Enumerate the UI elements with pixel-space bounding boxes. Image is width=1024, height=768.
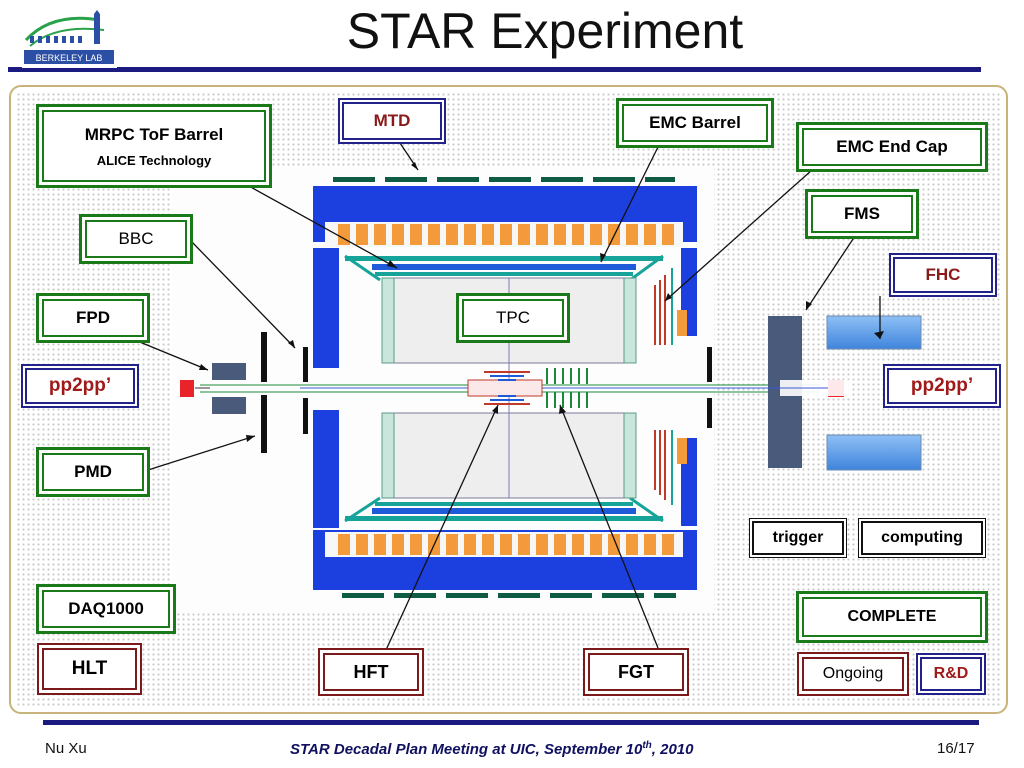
bbc-label: BBC [85, 220, 187, 258]
title-rule [8, 67, 981, 72]
mtd-label: MTD [342, 102, 442, 140]
magnet-top [313, 186, 697, 247]
mtd-strips-bottom [342, 593, 676, 598]
bbc-text: BBC [118, 229, 154, 248]
fhc-label: FHC [893, 257, 993, 293]
ongoing-text: Ongoing [822, 665, 884, 682]
fpd-text: FPD [76, 308, 110, 327]
logo-text: BERKELEY LAB [36, 53, 103, 63]
pp2pp-left-text: pp2pp’ [48, 375, 112, 396]
forward-detectors [261, 332, 712, 453]
footer-meeting-text: STAR Decadal Plan Meeting at UIC, Septem… [290, 741, 643, 758]
endcap-strips [654, 275, 666, 500]
fgt-text: FGT [618, 661, 654, 682]
footer-page-number: 16/17 [937, 740, 975, 757]
diagram-panel [9, 85, 1008, 714]
complete-text: COMPLETE [847, 608, 937, 625]
footer-meeting-year: , 2010 [651, 741, 694, 758]
pp2pp-left-label: pp2pp’ [25, 368, 135, 404]
magnet-bottom [313, 530, 697, 590]
daq1000-label: DAQ1000 [42, 590, 170, 628]
footer-meeting: STAR Decadal Plan Meeting at UIC, Septem… [290, 740, 694, 758]
fhc-block-bottom [826, 434, 922, 471]
berkeley-lab-logo: BERKELEY LAB [22, 10, 117, 68]
mrpc-tof-barrel-label: MRPC ToF Barrel ALICE Technology [42, 110, 266, 182]
emc-barrel-text: EMC Barrel [649, 113, 741, 132]
trigger-label: trigger [752, 521, 844, 555]
mtd-strips-top [333, 177, 675, 182]
mtd-text: MTD [373, 111, 411, 130]
tpc-label: TPC [462, 299, 564, 337]
emc-endcap-label: EMC End Cap [802, 128, 982, 166]
fgt-disks [546, 368, 588, 408]
fhc-block-top [826, 315, 922, 350]
emc-endcap-text: EMC End Cap [836, 137, 948, 156]
pointer-lines [129, 142, 881, 651]
footer-author: Nu Xu [45, 740, 87, 757]
rnd-legend: R&D [920, 657, 982, 691]
trigger-text: trigger [772, 529, 824, 546]
computing-text: computing [881, 529, 963, 546]
fms-label: FMS [811, 195, 913, 233]
computing-label: computing [861, 521, 983, 555]
inner-tracker [467, 371, 543, 405]
detector-body [172, 168, 922, 613]
fpd-label: FPD [42, 299, 144, 337]
hft-label: HFT [323, 653, 419, 691]
pointer-heads [199, 162, 884, 442]
page-title: STAR Experiment [346, 3, 744, 59]
fgt-label: FGT [588, 653, 684, 691]
mrpc-subtitle: ALICE Technology [96, 152, 212, 168]
fms-text: FMS [844, 204, 880, 223]
endcap-orange [677, 310, 687, 464]
hft-text: HFT [353, 661, 389, 682]
hlt-text: HLT [71, 658, 108, 679]
footer-rule [43, 720, 979, 725]
tof-layers [344, 254, 664, 523]
pp2pp-left-marker [180, 380, 194, 397]
tpc-volume [381, 277, 637, 499]
fpd-blocks [212, 363, 246, 414]
daq1000-text: DAQ1000 [68, 599, 144, 618]
footer-meeting-sup: th [642, 740, 652, 751]
complete-legend: COMPLETE [802, 597, 982, 637]
pmd-label: PMD [42, 453, 144, 491]
fhc-text: FHC [925, 265, 961, 284]
hlt-label: HLT [42, 648, 137, 690]
rnd-text: R&D [933, 665, 969, 682]
pp2pp-right-text: pp2pp’ [910, 375, 974, 396]
pp2pp-right-label: pp2pp’ [887, 368, 997, 404]
ongoing-legend: Ongoing [802, 657, 904, 691]
mrpc-title: MRPC ToF Barrel [84, 124, 224, 144]
emc-barrel-label: EMC Barrel [622, 104, 768, 142]
pmd-text: PMD [74, 462, 112, 481]
tpc-text: TPC [496, 308, 530, 327]
